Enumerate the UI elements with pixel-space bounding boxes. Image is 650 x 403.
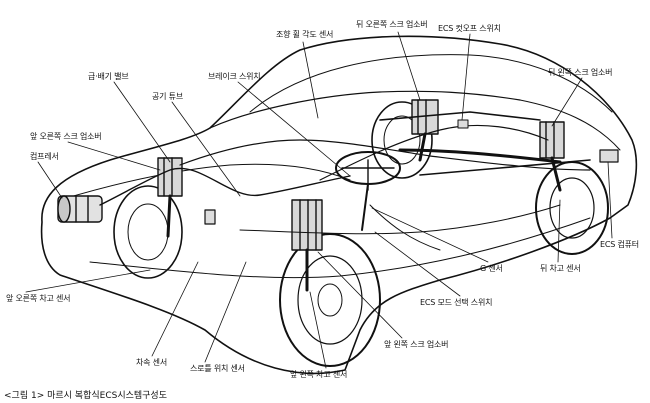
rear-frame	[379, 111, 591, 176]
label-ecs-computer: ECS 컴퓨터	[600, 240, 639, 249]
floor-line	[89, 217, 591, 279]
rear-axle	[398, 148, 562, 164]
label-g-sensor: G 센서	[480, 264, 503, 273]
wiring-harness	[179, 139, 591, 171]
label-rear-right-strut: 뒤 오른쪽 스크 업소버	[356, 20, 428, 29]
ecs-computer-box	[599, 149, 619, 163]
car-body-outline	[40, 35, 638, 375]
air-tube-rear	[319, 124, 549, 181]
label-steering-angle-sensor: 조향 휠 각도 센서	[276, 30, 334, 39]
label-rear-left-strut: 뒤 왼쪽 스크 업소버	[548, 68, 613, 77]
label-air-tube: 공기 튜브	[152, 92, 183, 101]
rear-left-wheel	[535, 161, 609, 255]
label-front-right-strut: 앞 오른쪽 스크 업소버	[30, 132, 102, 141]
label-front-left-strut: 앞 왼쪽 스크 업소버	[384, 340, 449, 349]
compressor-unit	[57, 195, 103, 223]
front-left-wheel	[279, 233, 381, 367]
label-supply-exhaust-valve: 급·배기 밸브	[88, 72, 129, 81]
label-front-right-height-sensor: 앞 오른쪽 차고 센서	[6, 294, 71, 303]
figure-caption: <그림 1> 마르시 복합식ECS시스템구성도	[4, 391, 167, 401]
rear-window-line	[519, 99, 621, 151]
air-tube-line	[99, 167, 351, 206]
roof-inner-line	[249, 54, 613, 113]
front-left-strut	[291, 199, 323, 292]
rear-right-strut	[411, 99, 439, 162]
front-right-strut	[157, 157, 183, 238]
wiring-floor	[239, 204, 561, 235]
g-sensor-box	[204, 209, 216, 225]
windshield-line	[209, 90, 521, 129]
label-compressor: 컴프레서	[30, 152, 59, 161]
ecs-cutoff-switch-box	[457, 119, 469, 129]
leader-lines	[25, 31, 613, 369]
label-brake-switch: 브레이크 스위치	[208, 72, 261, 81]
label-throttle-position-sensor: 스로틀 위치 센서	[190, 364, 245, 373]
label-vehicle-speed-sensor: 차속 센서	[136, 358, 167, 367]
rear-right-wheel	[371, 101, 433, 179]
label-front-left-height-sensor: 앞 왼쪽 차고 센서	[290, 370, 348, 379]
hood-line	[59, 163, 351, 201]
front-right-wheel	[113, 185, 183, 279]
label-ecs-mode-switch: ECS 모드 선택 스위치	[420, 298, 493, 307]
label-rear-height-sensor: 뒤 차고 센서	[540, 264, 581, 273]
ecs-mode-switch-cable	[369, 204, 441, 251]
label-ecs-cutoff-switch: ECS 컷오프 스위치	[438, 24, 501, 33]
steering-wheel	[335, 151, 401, 231]
